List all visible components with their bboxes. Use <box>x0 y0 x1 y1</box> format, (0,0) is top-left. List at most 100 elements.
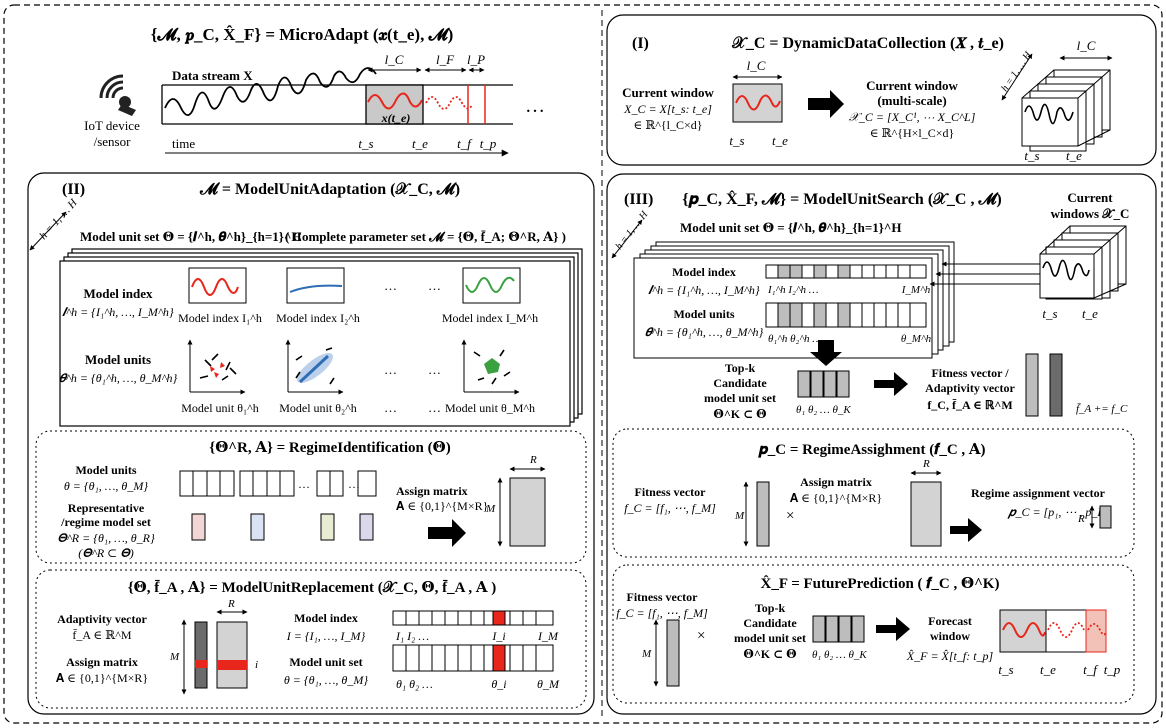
future-candidate-cells <box>812 615 865 643</box>
panel-i-te2: t_e <box>1066 148 1082 163</box>
top-ellipsis: … <box>525 95 545 117</box>
future-cand-labels: θ₁ θ₂ … θ_K <box>812 649 867 661</box>
regime-groups <box>179 470 377 497</box>
lp-label: l_P <box>467 52 485 67</box>
regime-title: {𝚯^R, 𝐀} = RegimeIdentification (𝚯) <box>209 440 450 456</box>
idx-label-2: Model index I₂^h <box>276 311 360 325</box>
panel-i-ts2: t_s <box>1024 148 1039 163</box>
svg-text:…: … <box>384 278 397 293</box>
ms-dom: ∈ ℝ^{H×l_C×d} <box>870 126 955 140</box>
lc-label: l_C <box>385 52 404 67</box>
panel-iii-mu-head: Model units <box>673 307 734 321</box>
panel-dynamic-data-collection: (I) 𝒳_C = DynamicDataCollection (𝑿 , 𝒕_e… <box>606 14 1157 166</box>
lf-label: l_F <box>436 52 455 67</box>
h-axis-label: h = 1, … H <box>37 196 80 242</box>
regime-r: R <box>529 454 537 466</box>
replace-i: i <box>255 659 258 671</box>
outer-frame <box>3 4 1163 724</box>
replace-index-row <box>392 610 554 626</box>
panel-iii-topk3: model unit set <box>704 391 776 405</box>
mu-eq: 𝜽^h = {θ₁^h, …, θ_M^h} <box>59 371 178 385</box>
x-te-label: x(t_e) <box>381 111 411 125</box>
panel-iii-idx-m: I_M^h <box>901 284 931 296</box>
future-topk-eq: 𝚯^K ⊂ 𝚯 <box>743 647 796 661</box>
assign-r: R <box>922 458 930 470</box>
panel-iii-theta-row <box>765 302 927 328</box>
assign-assign-eq: 𝐀 ∈ {0,1}^{M×R} <box>790 491 882 505</box>
regime-assign-matrix <box>509 477 546 547</box>
tf-label: t_f <box>457 136 473 151</box>
panel-iii-title: {𝒑_C, X̂_F, 𝓜} = ModelUnitSearch (𝒳_C , … <box>682 190 1001 208</box>
model-unit-thumb-m <box>461 339 520 395</box>
panel-i-ts: t_s <box>729 133 744 148</box>
panel-iii-th-row: θ₁^h θ₂^h … <box>768 333 822 345</box>
panel-iii-mi-eq: 𝑰^h = {I₁^h, …, I_M^h} <box>648 283 760 297</box>
regime-identification-box: {𝚯^R, 𝐀} = RegimeIdentification (𝚯) Mode… <box>35 430 587 564</box>
panel-i-lc2: l_C <box>1077 38 1096 53</box>
mu-head: Model units <box>85 352 151 367</box>
panel-iii-cw2: windows 𝒳_C <box>1051 206 1130 221</box>
panel-iii-window-stack <box>1039 225 1127 300</box>
mi-eq: 𝑰^h = {I₁^h, …, I_M^h} <box>62 305 174 319</box>
panel-i-lc: l_C <box>747 58 766 73</box>
panel-iii-cw1: Current <box>1067 190 1113 205</box>
panel-ii-number: (II) <box>62 181 85 198</box>
cw-dom: ∈ ℝ^{l_C×d} <box>633 118 702 132</box>
cw-eq: X_C = X[t_s: t_e] <box>623 102 712 116</box>
svg-text:…: … <box>298 477 310 491</box>
future-title: X̂_F = FuturePrediction ( 𝒇_C , 𝚯^K) <box>761 575 1000 592</box>
regime-rep-head2: /regime model set <box>60 515 151 529</box>
window-to-model-arrows <box>929 261 1040 287</box>
device-label-2: /sensor <box>94 134 132 149</box>
replace-th-row: θ₁ θ₂ … <box>396 677 433 691</box>
replace-idx-row: I₁ I₂ … <box>395 629 429 643</box>
panel-iii-index-row <box>765 264 927 279</box>
assign-m: M <box>734 510 745 522</box>
candidate-set-cells <box>797 370 850 398</box>
panel-iii-topk-eq: 𝚯^K ⊂ 𝚯 <box>713 407 766 421</box>
panel-model-unit-search: (III) {𝒑_C, X̂_F, 𝓜} = ModelUnitSearch (… <box>606 173 1157 715</box>
panel-i-number: (I) <box>632 35 649 52</box>
replace-adapt-eq: f̄_A ∈ ℝ^M <box>72 628 131 642</box>
regime-rep-head1: Representative <box>68 501 145 515</box>
regime-rep-eq: 𝚯^R = {θ₁, …, θ_R} <box>57 531 155 545</box>
future-topk3: model unit set <box>734 631 806 645</box>
panel-iii-update: f̄_A += f_C <box>1076 403 1128 415</box>
regime-m: M <box>485 503 496 515</box>
future-fit-eq: f_C = [f₁, ⋯, f_M] <box>616 606 708 620</box>
regime-assignment-box: 𝒑_C = RegimeAssighment (𝒇_C , 𝐀) Fitness… <box>612 428 1135 558</box>
current-window-thumb <box>732 83 783 123</box>
replace-idx-i: I_i <box>491 629 505 643</box>
future-ts: t_s <box>998 662 1013 677</box>
ms-title1: Current window <box>866 78 958 93</box>
panel-iii-fit1: Fitness vector / <box>931 366 1009 380</box>
regime-assign-eq: 𝐀 ∈ {0,1}^{M×R} <box>396 499 488 513</box>
ts-label: t_s <box>358 136 373 151</box>
future-prediction-box: X̂_F = FuturePrediction ( 𝒇_C , 𝚯^K) Fit… <box>612 564 1135 704</box>
cw-title: Current window <box>622 85 714 100</box>
stream-signal <box>164 67 377 116</box>
svg-text:…: … <box>384 362 397 377</box>
replace-th-i: θ_i <box>491 677 506 691</box>
ms-eq: 𝒳_C = [X_C¹, ⋯ X_C^L] <box>849 110 976 124</box>
assign-assign-head: Assign matrix <box>800 475 872 489</box>
model-unit-thumb-1 <box>187 339 246 395</box>
panel-iii-th-m: θ_M^h <box>901 333 932 345</box>
replace-r: R <box>227 598 235 610</box>
future-fc2: window <box>930 629 970 643</box>
replace-assign-head: Assign matrix <box>66 655 138 669</box>
replace-title: {𝚯, f̄_A , 𝐀} = ModelUnitReplacement (𝒳_… <box>128 580 496 596</box>
adaptivity-vector-bar <box>1049 353 1063 417</box>
replace-adapt-head: Adaptivity vector <box>57 612 147 626</box>
idx-label-1: Model index I₁^h <box>178 311 262 325</box>
fitness-vector-bar <box>1025 353 1039 417</box>
future-te: t_e <box>1040 662 1056 677</box>
future-tp: t_p <box>1104 662 1121 677</box>
mi-head: Model index <box>84 286 153 301</box>
assign-ra-eq: 𝒑_C = [p₁, ⋯ , p_R] <box>1007 505 1110 519</box>
microadapt-header: {𝓜, 𝒑_C, X̂_F} = MicroAdapt (𝒙(t_e), 𝓜) … <box>84 25 545 157</box>
unit-label-m: Model unit θ_M^h <box>445 401 535 415</box>
stream-label: Data stream X <box>172 68 253 83</box>
future-fc1: Forecast <box>928 614 972 628</box>
replace-th-m: θ_M <box>537 677 560 691</box>
